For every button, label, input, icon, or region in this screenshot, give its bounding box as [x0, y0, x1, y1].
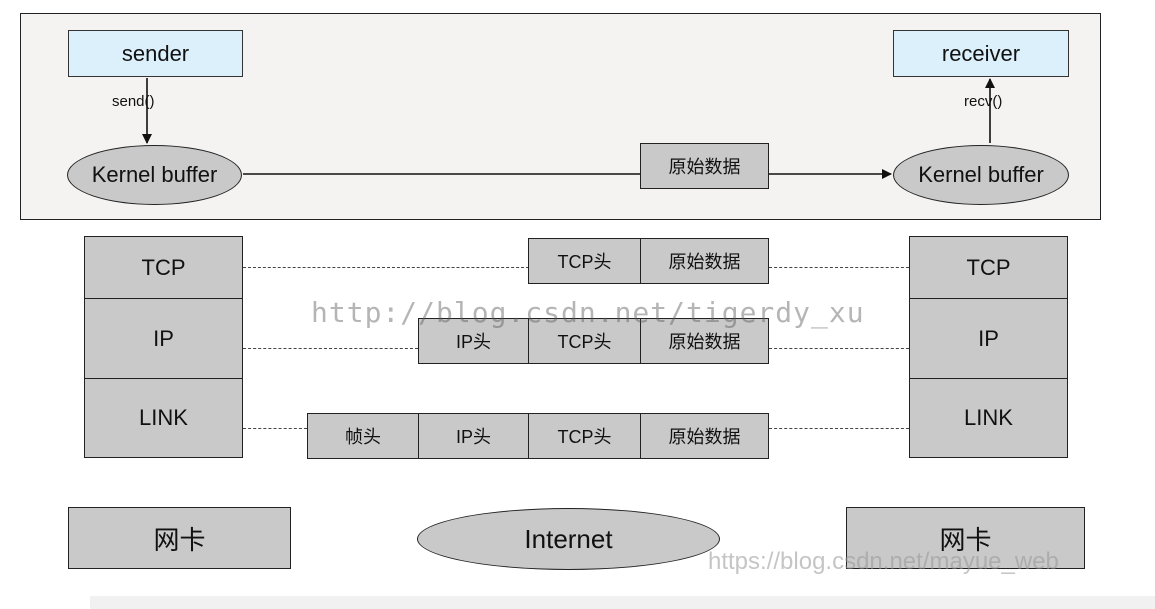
tcp-dash-right	[769, 267, 909, 268]
link-dash-right	[769, 428, 909, 429]
raw-data-box: 原始数据	[640, 143, 769, 189]
internet-ellipse: Internet	[417, 508, 720, 570]
packet-raw-data: 原始数据	[640, 238, 769, 284]
receiver-kernel-buffer: Kernel buffer	[893, 145, 1069, 205]
send-call-label: send()	[112, 93, 155, 110]
packet-ip-header: IP头	[418, 318, 529, 364]
packet-frame-header: 帧头	[307, 413, 419, 459]
right-link-layer: LINK	[909, 378, 1068, 458]
packet-tcp-header: TCP头	[528, 238, 641, 284]
corner-watermark: https://blog.csdn.net/mayue_web	[708, 548, 1059, 575]
tcp-dash-left	[243, 267, 529, 268]
right-network-card: 网卡	[846, 507, 1085, 569]
left-link-layer: LINK	[84, 378, 243, 458]
sender-kernel-buffer: Kernel buffer	[67, 145, 242, 205]
ip-dash-left	[243, 348, 418, 349]
packet-ip-header: IP头	[418, 413, 529, 459]
packet-tcp-header: TCP头	[528, 413, 641, 459]
receiver-box: receiver	[893, 30, 1069, 77]
link-dash-left	[243, 428, 307, 429]
ip-dash-right	[769, 348, 909, 349]
sender-box: sender	[68, 30, 243, 77]
recv-call-label: recv()	[964, 93, 1003, 110]
packet-raw-data: 原始数据	[640, 318, 769, 364]
center-watermark: http://blog.csdn.net/tigerdy_xu	[311, 296, 865, 329]
right-tcp-layer: TCP	[909, 236, 1068, 300]
left-network-card: 网卡	[68, 507, 291, 569]
left-ip-layer: IP	[84, 298, 243, 380]
packet-raw-data: 原始数据	[640, 413, 769, 459]
right-ip-layer: IP	[909, 298, 1068, 380]
bottom-strip	[90, 596, 1155, 609]
packet-tcp-header: TCP头	[528, 318, 641, 364]
